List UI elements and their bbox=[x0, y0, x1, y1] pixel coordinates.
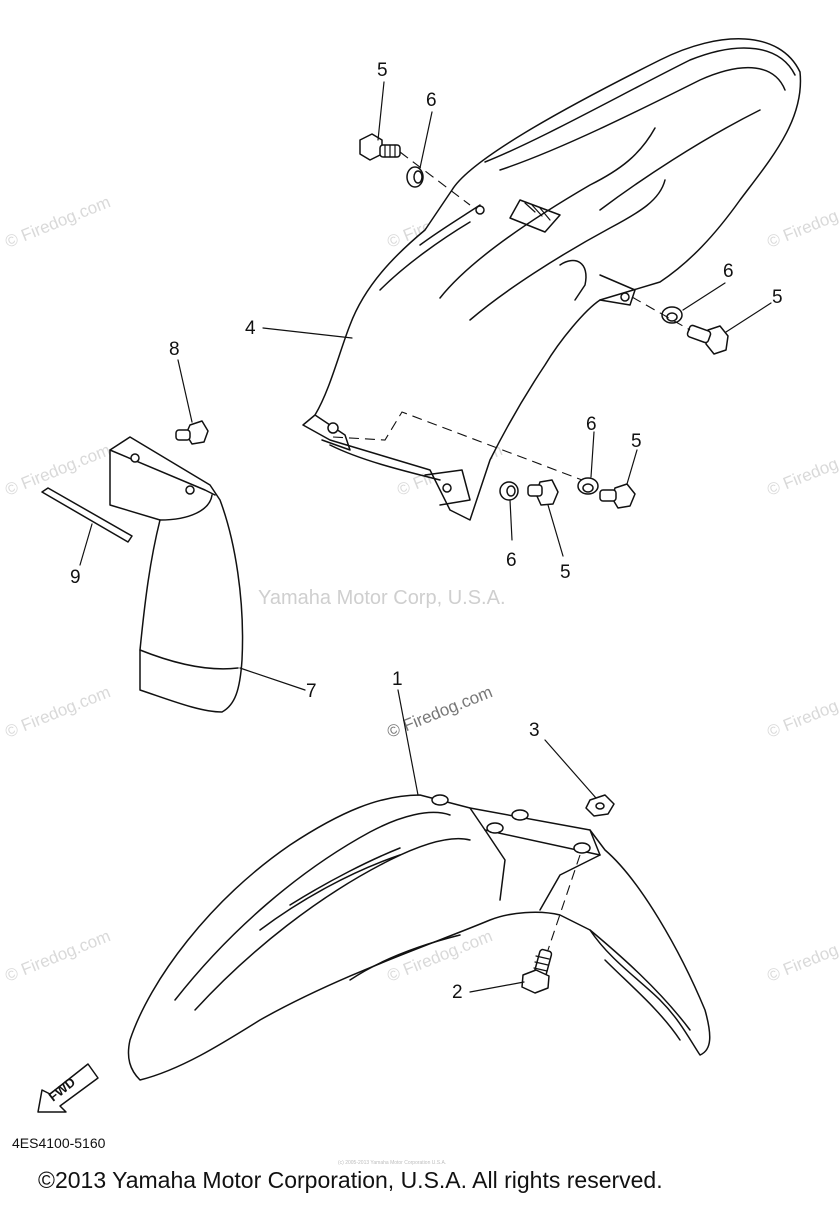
rear-fender-fasteners bbox=[359, 133, 729, 509]
callout-nut: 3 bbox=[529, 720, 540, 741]
watermark-site: © Firedog.com bbox=[2, 440, 113, 499]
watermark-site-dark: © Firedog.com bbox=[384, 682, 495, 741]
watermark-site: © Firedog.com bbox=[2, 192, 113, 251]
callout-screw: 8 bbox=[169, 339, 180, 360]
fine-print: (c) 2005-2013 Yamaha Motor Corporation U… bbox=[338, 1160, 446, 1166]
callout-flap: 7 bbox=[306, 681, 317, 702]
callout-bolt: 5 bbox=[772, 287, 783, 308]
callout-bolt: 5 bbox=[560, 562, 571, 583]
watermark-site: © Firedog.com bbox=[764, 926, 840, 985]
watermark-corp: Yamaha Motor Corp, U.S.A. bbox=[258, 587, 506, 609]
front-fender-part bbox=[127, 794, 711, 1081]
rear-fender-part bbox=[302, 38, 802, 521]
mud-flap-part bbox=[41, 420, 244, 713]
watermark-site: © Firedog.com bbox=[764, 440, 840, 499]
callout-bolt-front: 2 bbox=[452, 982, 463, 1003]
callout-rear-fender: 4 bbox=[245, 318, 256, 339]
watermark-site: © Firedog.com bbox=[764, 192, 840, 251]
diagram-code: 4ES4100-5160 bbox=[12, 1135, 106, 1151]
callout-band: 9 bbox=[70, 567, 81, 588]
watermark-site: © Firedog.com bbox=[2, 682, 113, 741]
callout-bolt: 5 bbox=[631, 431, 642, 452]
callout-bolt: 5 bbox=[377, 60, 388, 81]
callout-numbers: 5 6 6 5 4 6 5 6 5 8 9 7 1 3 2 bbox=[70, 60, 783, 1003]
copyright-notice: ©2013 Yamaha Motor Corporation, U.S.A. A… bbox=[38, 1167, 663, 1193]
callout-collar: 6 bbox=[426, 90, 437, 111]
watermark-site: © Firedog.com bbox=[2, 926, 113, 985]
watermark-site: © Firedog.com bbox=[764, 682, 840, 741]
leader-lines bbox=[79, 81, 772, 993]
callout-collar: 6 bbox=[723, 261, 734, 282]
fwd-arrow-icon: FWD bbox=[37, 1063, 99, 1113]
callout-collar: 6 bbox=[506, 550, 517, 571]
callout-front-fender: 1 bbox=[392, 669, 403, 690]
callout-collar: 6 bbox=[586, 414, 597, 435]
